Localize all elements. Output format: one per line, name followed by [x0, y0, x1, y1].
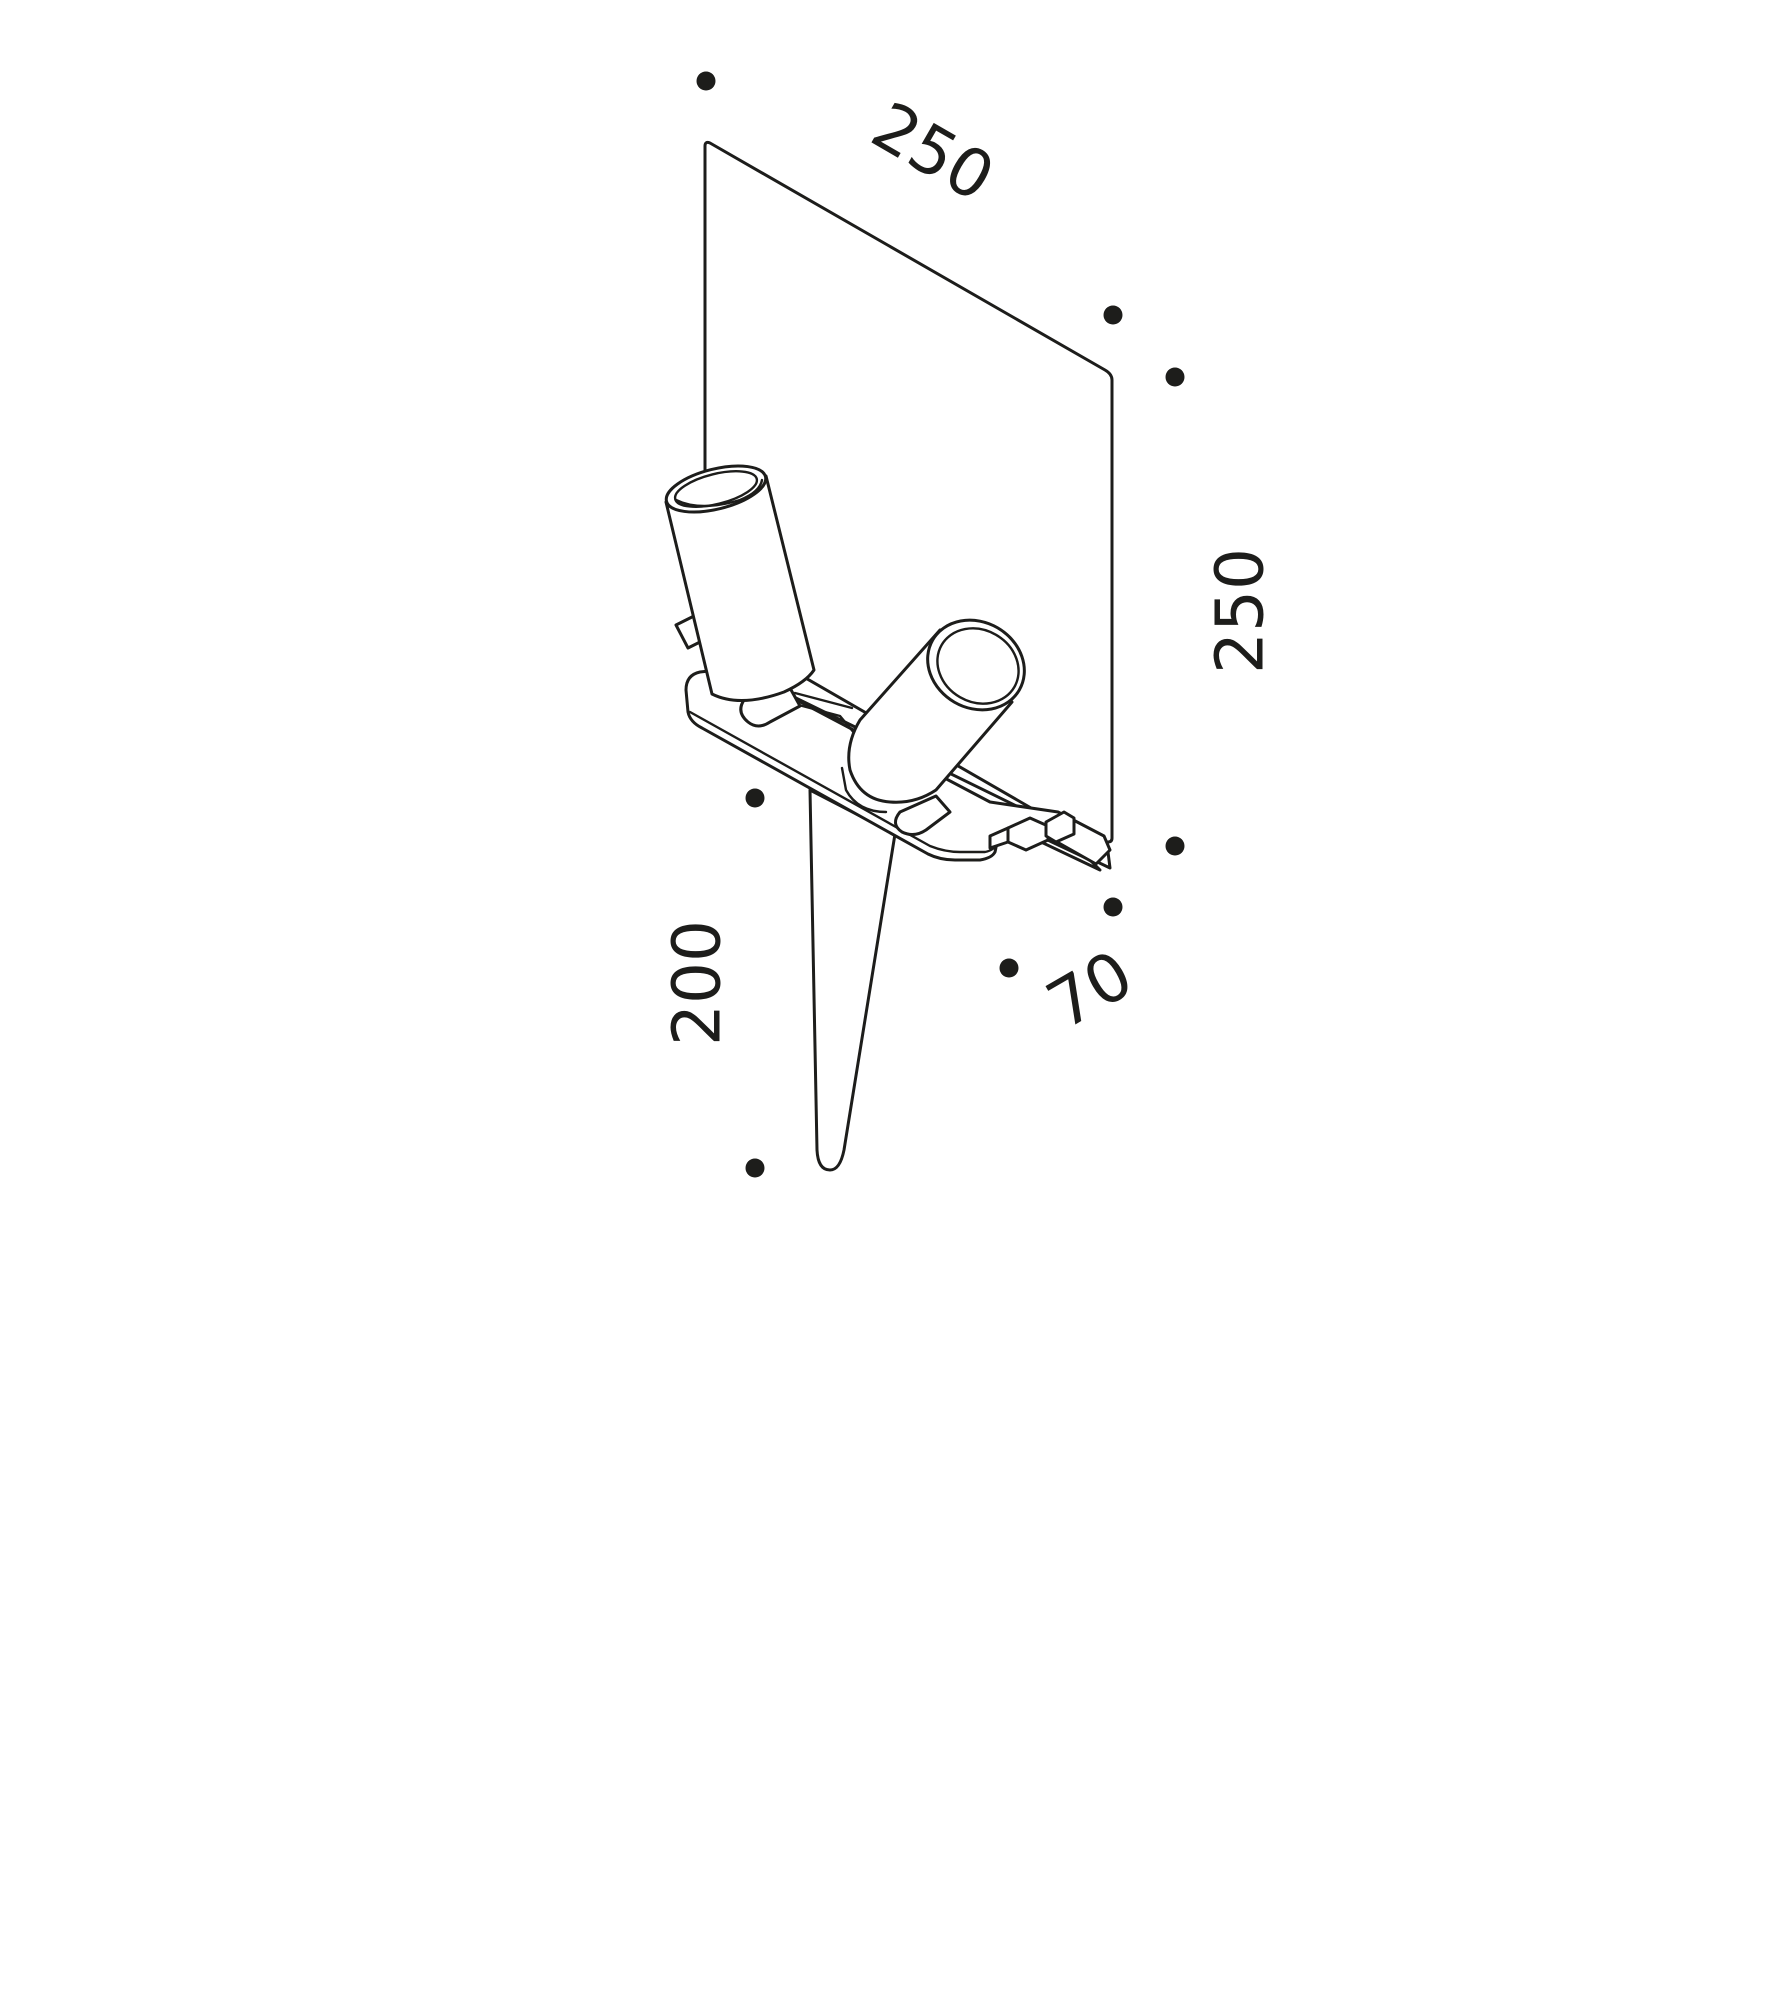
dim-label-top-width: 250	[859, 87, 1007, 217]
dim-dot-top-width-start	[696, 71, 716, 91]
dim-label-height: 250	[1202, 548, 1279, 674]
dim-dot-top-width-end	[1103, 305, 1123, 325]
spotlight-right	[840, 618, 1026, 837]
cable-connector	[988, 810, 1076, 852]
dim-dot-height-bottom	[1165, 836, 1185, 856]
ground-spike	[808, 788, 897, 1172]
dim-dot-height-top	[1165, 367, 1185, 387]
dim-dot-spike-top	[745, 788, 765, 808]
dim-label-spike-length: 200	[659, 920, 736, 1046]
dim-label-depth: 70	[1034, 936, 1145, 1045]
dim-dot-spike-bottom	[745, 1158, 765, 1178]
spotlight-left	[664, 464, 816, 728]
dim-dot-depth-end	[1103, 897, 1123, 917]
dim-dot-depth-start	[999, 958, 1019, 978]
